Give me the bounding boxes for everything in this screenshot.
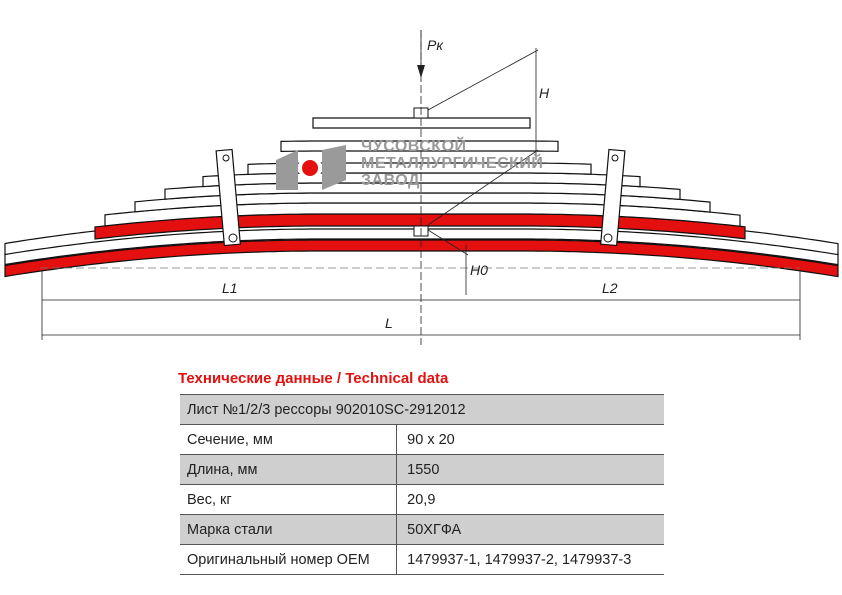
clamp-bolt-right bbox=[603, 233, 613, 243]
row-value: 1479937-1, 1479937-2, 1479937-3 bbox=[396, 544, 664, 575]
row-value: 50ХГФА bbox=[396, 514, 664, 545]
leaf-spring-drawing bbox=[4, 30, 839, 345]
arrow-icon bbox=[417, 65, 425, 78]
label-h: H bbox=[539, 85, 550, 101]
row-label: Сечение, мм bbox=[180, 424, 397, 455]
section-title: Технические данные / Technical data bbox=[178, 370, 449, 387]
leaf-top bbox=[312, 117, 531, 129]
leaf-red bbox=[4, 239, 839, 278]
h-ext-line bbox=[427, 49, 539, 111]
row-label: Вес, кг bbox=[180, 484, 397, 515]
row-value: 20,9 bbox=[396, 484, 664, 515]
logo-dot bbox=[302, 160, 318, 176]
logo-mark-right bbox=[322, 145, 346, 190]
clamp-left bbox=[215, 148, 241, 247]
logo-line1: ЧУСОВСКОЙ bbox=[361, 138, 467, 155]
clamp-bolt-right bbox=[611, 154, 619, 162]
row-value: 90 x 20 bbox=[396, 424, 664, 455]
label-h0: H0 bbox=[470, 262, 488, 278]
table-header: Лист №1/2/3 рессоры 902010SC-2912012 bbox=[180, 394, 664, 425]
row-value: 1550 bbox=[396, 454, 664, 485]
label-pk: Pк bbox=[427, 37, 443, 53]
label-l: L bbox=[385, 315, 393, 331]
h-ext-line2 bbox=[427, 149, 539, 226]
row-label: Марка стали bbox=[180, 514, 397, 545]
logo-mark-left bbox=[276, 150, 298, 190]
logo-text: ЧУСОВСКОЙ МЕТАЛЛУРГИЧЕСКИЙ ЗАВОД bbox=[361, 138, 543, 189]
label-l2: L2 bbox=[602, 280, 618, 296]
tech-data-table: Лист №1/2/3 рессоры 902010SC-2912012 Сеч… bbox=[180, 394, 664, 575]
logo-line2: МЕТАЛЛУРГИЧЕСКИЙ bbox=[361, 155, 544, 172]
clamp-bolt-left bbox=[222, 154, 230, 162]
leaf bbox=[280, 140, 559, 152]
label-l1: L1 bbox=[222, 280, 238, 296]
h0-ext bbox=[427, 229, 469, 256]
row-label: Длина, мм bbox=[180, 454, 397, 485]
row-label: Оригинальный номер OEM bbox=[180, 544, 397, 575]
clamp-bolt-left bbox=[228, 233, 238, 243]
table-header-row: Лист №1/2/3 рессоры 902010SC-2912012 bbox=[180, 394, 664, 425]
logo-line3: ЗАВОД bbox=[361, 172, 420, 189]
clamp-right bbox=[600, 148, 626, 247]
